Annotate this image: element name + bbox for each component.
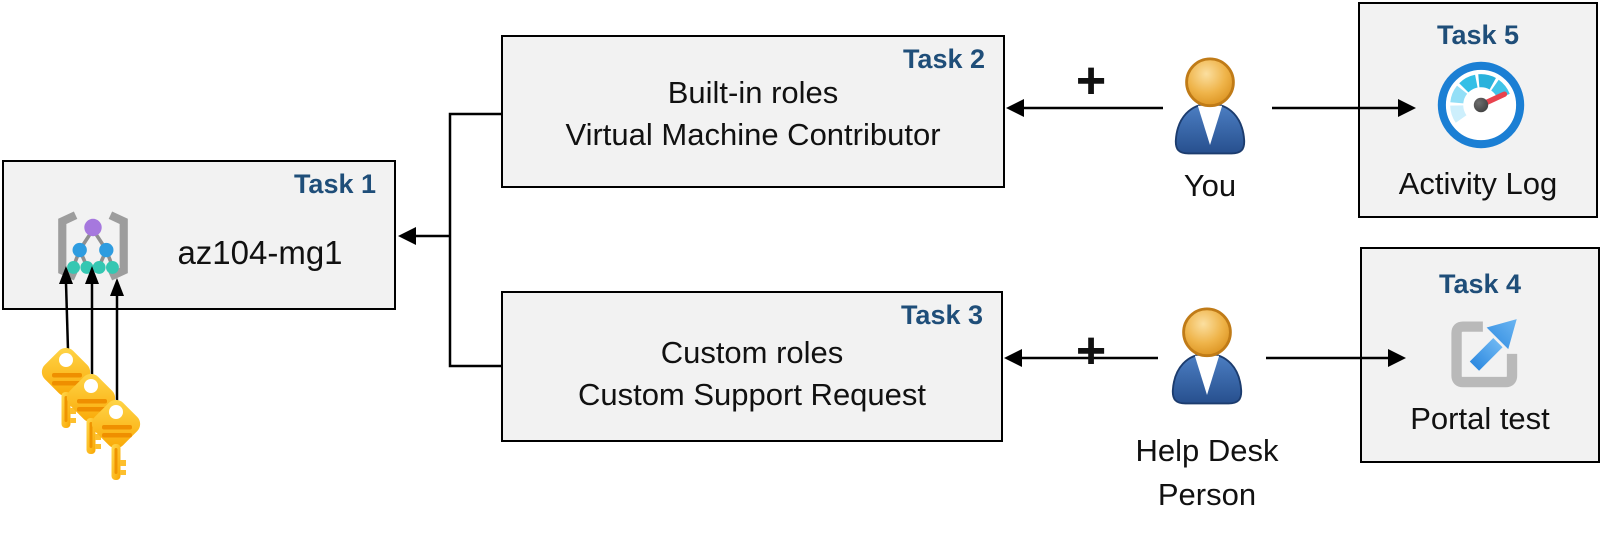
task2-box: Task 2 Built-in roles Virtual Machine Co…	[501, 35, 1005, 188]
task2-line2: Virtual Machine Contributor	[565, 117, 941, 152]
arrowhead-to-task1	[398, 227, 416, 245]
task5-badge: Task 5	[1436, 20, 1520, 50]
task3-line1: Custom roles	[660, 335, 844, 370]
task5-box: Task 5 Activity Log	[1358, 2, 1598, 218]
task2-badge: Task 2	[902, 44, 985, 74]
task4-caption: Portal test	[1410, 401, 1550, 436]
external-link-icon	[1451, 319, 1518, 388]
helpdesk-label-line1: Help Desk	[1135, 433, 1279, 468]
management-group-icon	[58, 211, 128, 281]
task3-box: Task 3 Custom roles Custom Support Reque…	[501, 291, 1003, 442]
plus-sign-you: +	[1075, 52, 1107, 110]
arrowhead-you-to-task2	[1006, 99, 1024, 117]
task3-line2: Custom Support Request	[577, 377, 927, 412]
you-person-icon	[1174, 57, 1246, 155]
you-label: You	[1183, 168, 1237, 203]
helpdesk-label-line2: Person	[1157, 477, 1257, 512]
task5-caption: Activity Log	[1398, 166, 1558, 201]
task2-line1: Built-in roles	[667, 75, 839, 110]
task1-name: az104-mg1	[177, 234, 343, 271]
task1-box: Task 1 az104-mg1	[2, 160, 396, 310]
plus-sign-helpdesk: +	[1075, 322, 1107, 380]
gauge-icon	[1437, 61, 1525, 149]
keys-icon	[41, 347, 141, 480]
arrowhead-helpdesk-to-task3	[1004, 349, 1022, 367]
task3-badge: Task 3	[900, 300, 983, 330]
task1-badge: Task 1	[293, 169, 376, 199]
task4-box: Task 4 Portal test	[1360, 247, 1600, 463]
task4-badge: Task 4	[1438, 269, 1522, 299]
helpdesk-person-icon	[1171, 307, 1243, 405]
bracket-connector	[448, 112, 501, 368]
helpdesk-label: Help Desk Person	[1107, 429, 1307, 517]
